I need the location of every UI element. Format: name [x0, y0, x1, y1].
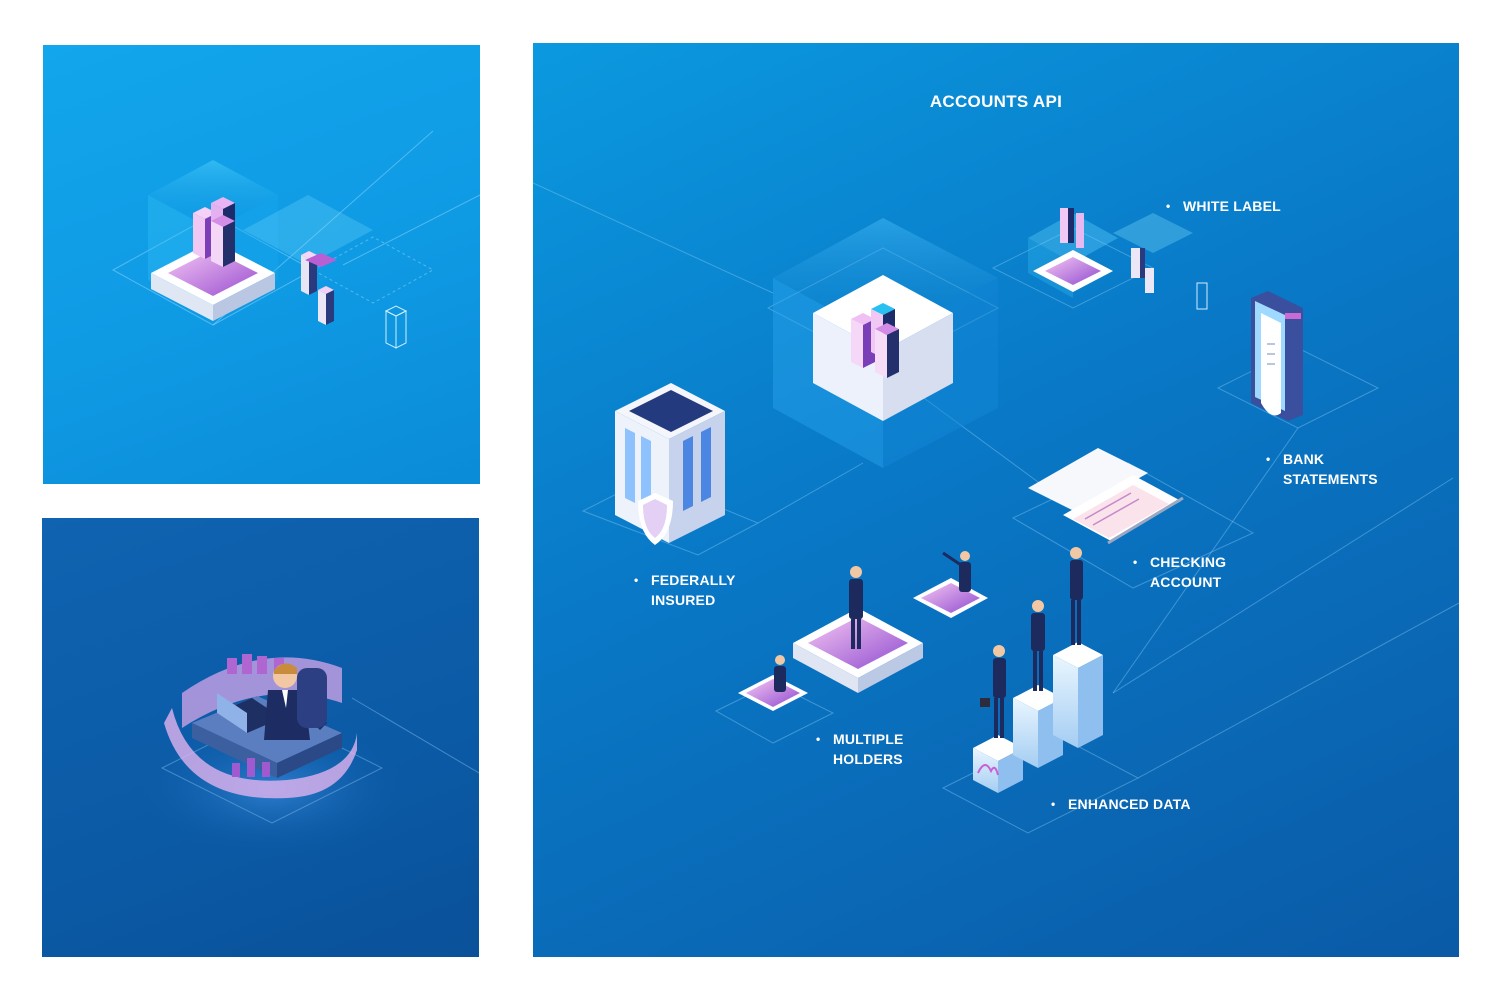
bar-podium-icon — [973, 547, 1103, 793]
feature-multiple-holders-line-2: HOLDERS — [833, 751, 903, 767]
feature-white-label: WHITE LABEL — [1166, 196, 1281, 216]
data-blocks-icon — [243, 195, 408, 349]
accounts-api-diagram — [533, 182, 1459, 834]
feature-enhanced-data: ENHANCED DATA — [1051, 794, 1191, 814]
feature-bank-statements-line-2: STATEMENTS — [1283, 471, 1378, 487]
person-at-desk-icon — [264, 663, 327, 740]
white-label-cube-icon — [1028, 208, 1208, 310]
feature-federally-insured-line-2: INSURED — [651, 592, 716, 608]
checkbook-icon — [1028, 448, 1184, 545]
feature-white-label-line-1: WHITE LABEL — [1183, 198, 1281, 214]
feature-multiple-holders-line-1: MULTIPLE — [833, 731, 904, 747]
people-icon — [738, 551, 988, 711]
feature-bank-statements: BANK STATEMENTS — [1266, 449, 1378, 489]
feature-checking-account-line-2: ACCOUNT — [1150, 574, 1222, 590]
feature-federally-insured-line-1: FEDERALLY — [651, 572, 736, 588]
logo-cube-icon — [773, 218, 998, 468]
panel-accounts-api: ACCOUNTS API WHITE LABEL BANK STATEMENTS… — [533, 43, 1459, 957]
feature-bank-statements-line-1: BANK — [1283, 451, 1325, 467]
feature-multiple-holders: MULTIPLE HOLDERS — [816, 729, 904, 769]
feature-enhanced-data-line-1: ENHANCED DATA — [1068, 796, 1191, 812]
diagram-title: ACCOUNTS API — [929, 92, 1063, 111]
feature-checking-account-line-1: CHECKING — [1150, 554, 1227, 570]
person-desk-illustration — [132, 654, 479, 858]
logo-cube-icon — [148, 160, 278, 321]
feature-checking-account: CHECKING ACCOUNT — [1133, 552, 1227, 592]
logo-cube-illustration — [111, 130, 480, 349]
feature-federally-insured: FEDERALLY INSURED — [634, 570, 736, 610]
shield-icon — [638, 493, 673, 545]
panel-logo-cube — [43, 45, 480, 484]
panel-person-desk — [42, 518, 479, 957]
phone-receipt-icon — [1251, 291, 1303, 421]
